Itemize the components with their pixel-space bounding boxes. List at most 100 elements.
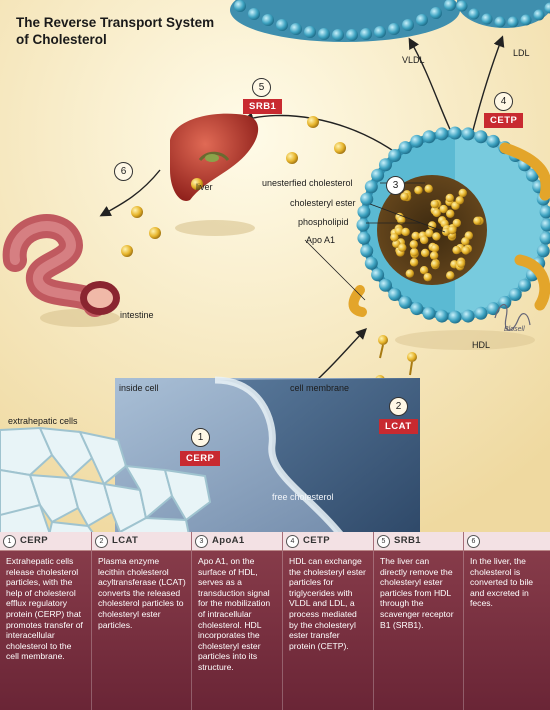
cholesteryl-ester-dot — [445, 193, 455, 203]
phospholipid-bead — [398, 295, 412, 309]
legend-step-tag: CERP — [20, 535, 48, 546]
legend-column-3: 3 ApoA1 Apo A1, on the surface of HDL, se… — [192, 532, 283, 710]
phospholipid-bead — [539, 231, 550, 245]
legend-step-text: Plasma enzyme lecithin cholesterol acylt… — [98, 556, 186, 630]
cholesteryl-ester-dot — [432, 232, 441, 241]
phospholipid-bead — [461, 309, 475, 323]
cholesteryl-ester-dot — [390, 233, 399, 242]
step-1-marker: 1 — [191, 428, 210, 447]
phospholipid-bead — [448, 310, 462, 324]
cholesteryl-ester-dot — [452, 218, 462, 228]
hdl-label: HDL — [472, 340, 491, 350]
phospholipid-label: phospholipid — [298, 217, 349, 227]
legend-column-6: 6 In the liver, the cholesterol is conve… — [464, 532, 550, 710]
phospholipid-bead — [540, 218, 550, 232]
cholesteryl-ester-dot — [446, 271, 455, 280]
cholesteryl-ester-dot — [419, 235, 429, 245]
step-6-marker: 6 — [114, 162, 133, 181]
phospholipid-bead — [364, 180, 378, 194]
cholesteryl-ester-dot — [411, 231, 420, 241]
step-3-marker: 3 — [386, 176, 405, 195]
legend-step-text: Apo A1, on the surface of HDL, serves as… — [198, 556, 271, 672]
step-legend: 1 CERP Extrahepatic cells release cholest… — [0, 532, 550, 710]
artist-signature: Blosell — [504, 326, 525, 333]
phospholipid-bead — [435, 127, 449, 141]
cholesteryl-ester-dot — [456, 259, 466, 268]
legend-step-number: 6 — [467, 535, 480, 548]
cholesteryl-ester-dot — [394, 226, 404, 236]
legend-step-text: The liver can directly remove the choles… — [380, 556, 454, 630]
phospholipid-bead — [448, 126, 462, 140]
phospholipid-bead — [525, 168, 539, 182]
cholesteryl-ester-dot — [432, 208, 441, 218]
free-cholesterol-label: free cholesterol — [272, 492, 334, 502]
legend-step-text: In the liver, the cholesterol is convert… — [470, 556, 534, 609]
cholesteryl-ester-dot — [419, 266, 429, 275]
cholesteryl-ester-dot — [425, 229, 434, 238]
hdl-particle — [348, 126, 550, 350]
phospholipid-bead — [461, 127, 475, 141]
cholesteryl-ester-dot — [410, 248, 419, 257]
cholesteryl-ester-dot — [401, 227, 410, 237]
legend-step-number: 2 — [95, 535, 108, 548]
step-4-marker: 4 — [494, 92, 513, 111]
cholesteryl-ester-dot — [423, 272, 432, 282]
legend-step-text: HDL can exchange the cholesteryl ester p… — [289, 556, 366, 651]
ldl-cluster — [456, 0, 550, 28]
phospholipid-bead — [378, 158, 392, 172]
cholesteryl-ester-dot — [446, 209, 455, 218]
phospholipid-bead — [486, 302, 500, 316]
cholesteryl-ester-label: cholesteryl ester — [290, 198, 356, 208]
phospholipid-bead — [364, 256, 378, 270]
phospholipid-bead — [518, 278, 532, 292]
phospholipid-bead — [410, 302, 424, 316]
legend-step-tag: CETP — [303, 535, 330, 546]
vldl-cluster — [230, 0, 460, 42]
cholesteryl-ester-dot — [461, 237, 470, 246]
phospholipid-bead — [474, 306, 488, 320]
legend-step-tag: ApoA1 — [212, 535, 245, 546]
legend-column-4: 4 CETP HDL can exchange the cholesteryl e… — [283, 532, 374, 710]
cholesteryl-ester-dot — [409, 258, 419, 267]
cell-membrane-label: cell membrane — [290, 383, 350, 393]
phospholipid-bead — [474, 130, 488, 144]
step-5-marker: 5 — [252, 78, 271, 97]
phospholipid-bead — [357, 205, 371, 219]
cetp-tag: CETP — [484, 113, 524, 128]
apo-a1-label: Apo A1 — [306, 235, 336, 245]
phospholipid-bead — [371, 268, 385, 282]
legend-step-number: 4 — [286, 535, 299, 548]
cell-section — [115, 376, 420, 540]
phospholipid-bead — [422, 130, 436, 144]
phospholipid-bead — [422, 306, 436, 320]
cholesteryl-ester-dot — [458, 188, 467, 198]
phospholipid-bead — [539, 205, 550, 219]
inside-cell-label: inside cell — [119, 383, 159, 393]
cholesteryl-ester-dot — [429, 251, 439, 260]
cholesteryl-ester-dot — [427, 221, 437, 230]
cholesteryl-ester-dot — [398, 243, 407, 252]
vldl-label: VLDL — [402, 55, 425, 65]
phospholipid-bead — [360, 244, 374, 258]
phospholipid-bead — [388, 148, 402, 162]
legend-step-text: Extrahepatic cells release cholesterol p… — [6, 556, 83, 662]
cholesteryl-ester-dot — [420, 248, 430, 258]
legend-step-number: 1 — [3, 535, 16, 548]
phospholipid-bead — [378, 278, 392, 292]
ldl-label: LDL — [513, 48, 530, 58]
phospholipid-bead — [398, 141, 412, 155]
phospholipid-bead — [388, 288, 402, 302]
phospholipid-bead — [508, 288, 522, 302]
title-line-1: The Reverse Transport System — [16, 15, 215, 30]
phospholipid-bead — [435, 309, 449, 323]
cholesteryl-ester-dot — [400, 192, 409, 201]
phospholipid-bead — [536, 244, 550, 258]
cholesteryl-ester-dot — [430, 259, 440, 269]
cholesteryl-ester-dot — [414, 186, 423, 195]
title-line-2: of Cholesterol — [16, 32, 107, 47]
intestine-illustration — [2, 214, 120, 327]
extrahepatic-cells — [0, 426, 212, 540]
legend-step-number: 3 — [195, 535, 208, 548]
cholesteryl-ester-dot — [424, 184, 433, 193]
phospholipid-bead — [486, 134, 500, 148]
